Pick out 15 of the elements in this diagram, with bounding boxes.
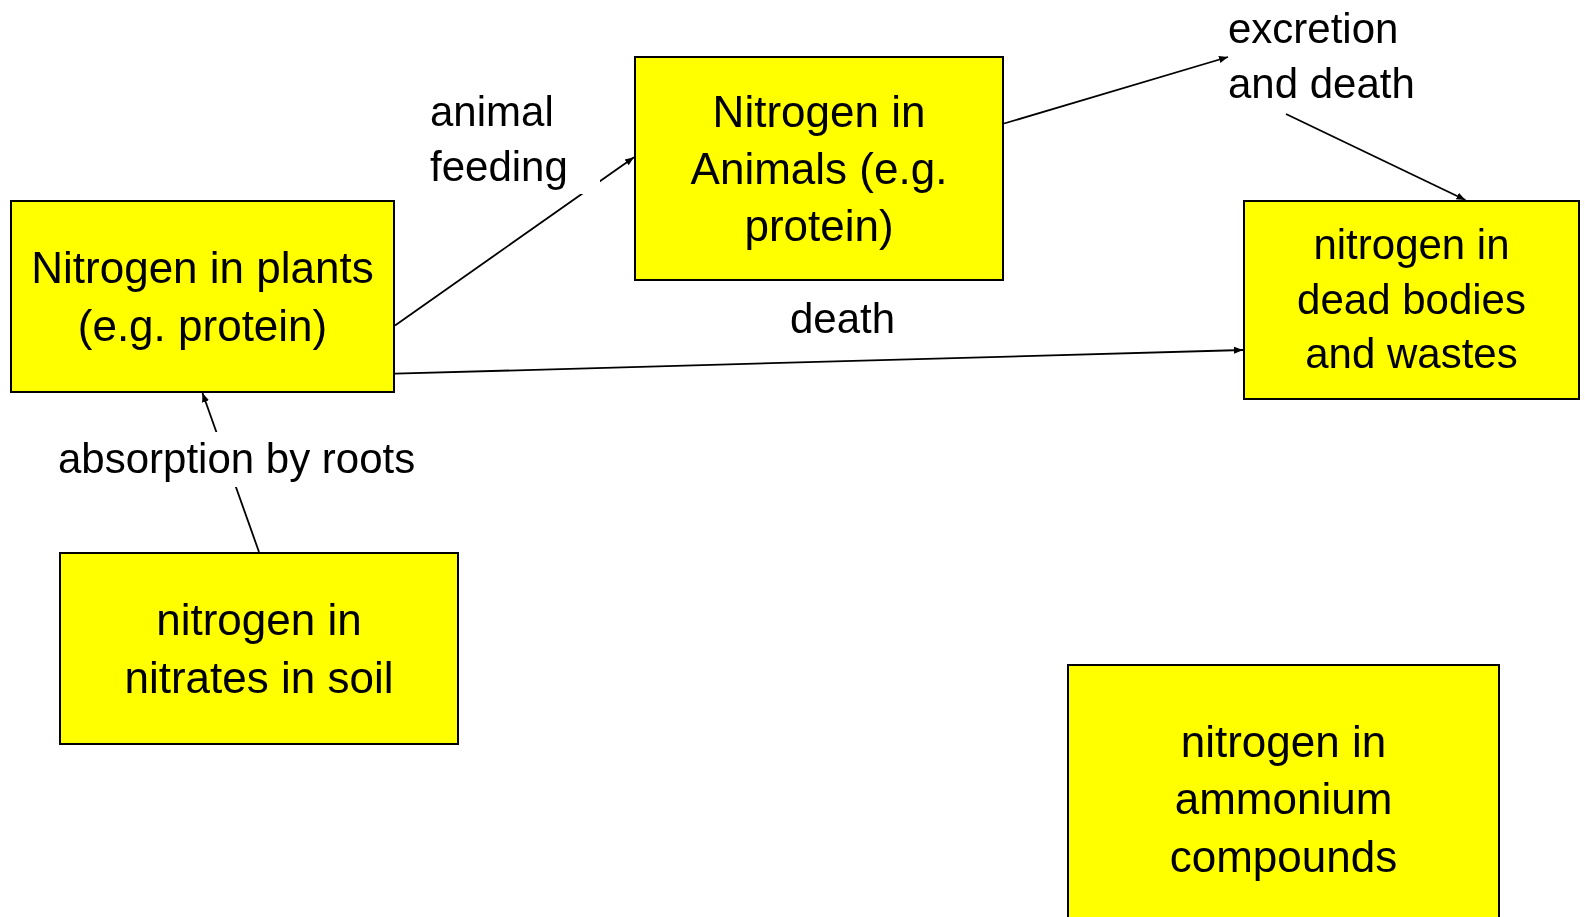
process-box: [59, 552, 459, 745]
process-label: excretion and death: [1228, 4, 1416, 109]
box-label: Nitrogen in plants (e.g. protein): [30, 242, 375, 352]
process-box: [10, 200, 395, 393]
arrow: [394, 156, 635, 327]
box-label: nitrogen in nitrates in soil: [123, 594, 395, 704]
arrow: [1003, 56, 1229, 125]
arrow: [394, 346, 1244, 375]
arrow: [1285, 113, 1467, 201]
box-label: nitrogen in dead bodies and wastes: [1296, 220, 1527, 380]
box-label: nitrogen in ammonium compounds: [1168, 716, 1399, 883]
box-label: Nitrogen in Animals (e.g. protein): [689, 85, 949, 253]
process-box: [634, 56, 1004, 281]
process-box: [1067, 664, 1500, 917]
process-box: [1243, 200, 1580, 400]
